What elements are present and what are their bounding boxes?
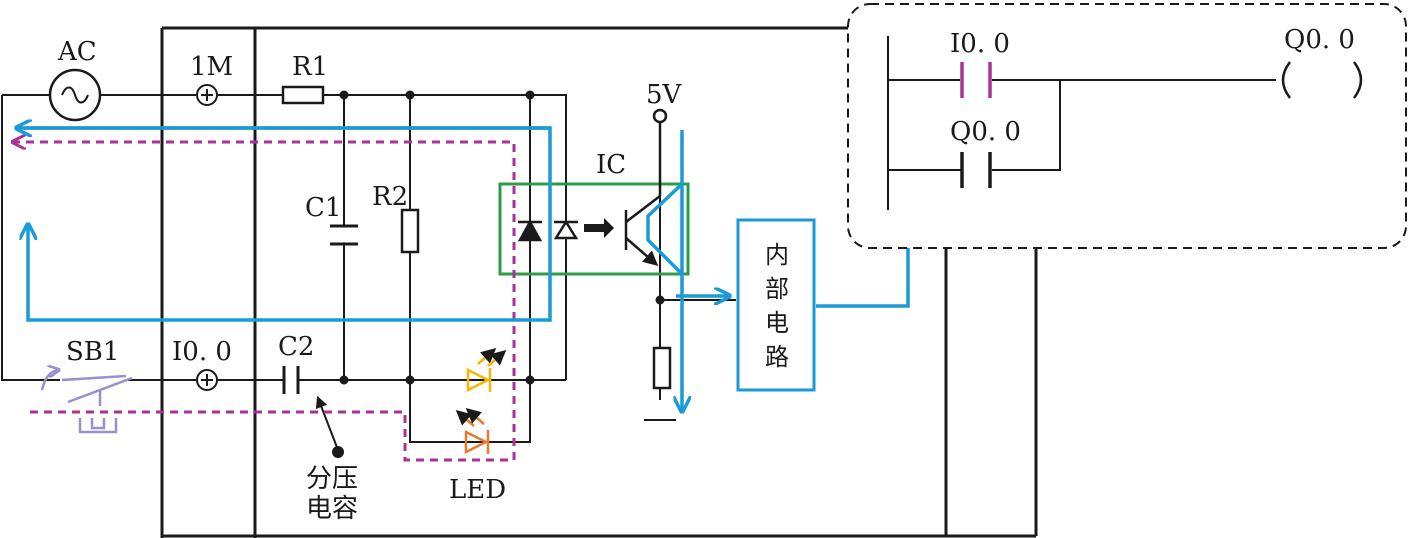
pulldown-resistor-symbol [652, 346, 672, 390]
resistor-r1-label: R1 [292, 52, 328, 82]
internal-circuit-char-2: 部 [765, 275, 789, 303]
divider-cap-label-line1: 分压 [306, 464, 358, 494]
resistor-r1-symbol [281, 85, 325, 105]
terminal-i00-label: I0. 0 [172, 337, 232, 367]
divider-cap-pointer [315, 395, 339, 451]
terminal-i00-icon [196, 369, 218, 391]
ladder-coil-q00-label: Q0. 0 [1284, 25, 1355, 55]
ac-label: AC [57, 37, 97, 67]
capacitor-c1-label: C1 [305, 193, 341, 223]
capacitor-c2-symbol [282, 366, 300, 394]
internal-circuit-box [736, 218, 816, 392]
capacitor-c1-symbol [330, 224, 358, 246]
divider-cap-label-line2: 电容 [306, 494, 358, 524]
contact-q00-icon [960, 152, 992, 188]
led-orange-icon [455, 408, 490, 455]
led-label: LED [449, 475, 506, 505]
plc-housing [160, 26, 1038, 538]
optocoupler-ic-box [498, 182, 690, 276]
ladder-contact-i00-label: I0. 0 [950, 29, 1010, 59]
ladder-contact-q00-label: Q0. 0 [950, 117, 1021, 147]
internal-circuit-char-3: 电 [765, 309, 789, 337]
supply-5v-terminal [652, 108, 668, 124]
terminal-1m-label: 1M [190, 52, 233, 82]
phototransistor-icon [624, 122, 662, 266]
optocoupler-ic-label: IC [596, 150, 626, 180]
resistor-r2-label: R2 [372, 182, 408, 212]
capacitor-c2-label: C2 [278, 332, 314, 362]
ac-source-symbol [48, 68, 102, 122]
button-sb1-label: SB1 [66, 337, 119, 367]
supply-5v-label: 5V [646, 80, 683, 110]
contact-i00-icon [960, 62, 992, 98]
ic-return-flow [646, 182, 684, 276]
divider-cap-pointer-dot [332, 446, 344, 458]
wiring [1, 94, 736, 443]
internal-circuit-char-4: 路 [765, 343, 789, 371]
ladder-logic-panel [847, 3, 1407, 249]
coil-q00-icon [1281, 61, 1363, 99]
dashed-signal-path [14, 142, 516, 462]
optocoupler-diodes-icon [517, 219, 579, 242]
led-yellow-icon [466, 348, 507, 393]
ladder-rungs [887, 36, 1276, 210]
button-sb1-symbol [40, 370, 133, 434]
resistor-r2-symbol [400, 208, 420, 254]
optocoupler-light-arrows-icon [584, 218, 614, 238]
junction-dots [339, 90, 665, 385]
internal-circuit-char-1: 内 [765, 241, 789, 269]
terminal-1m-icon [196, 84, 218, 106]
